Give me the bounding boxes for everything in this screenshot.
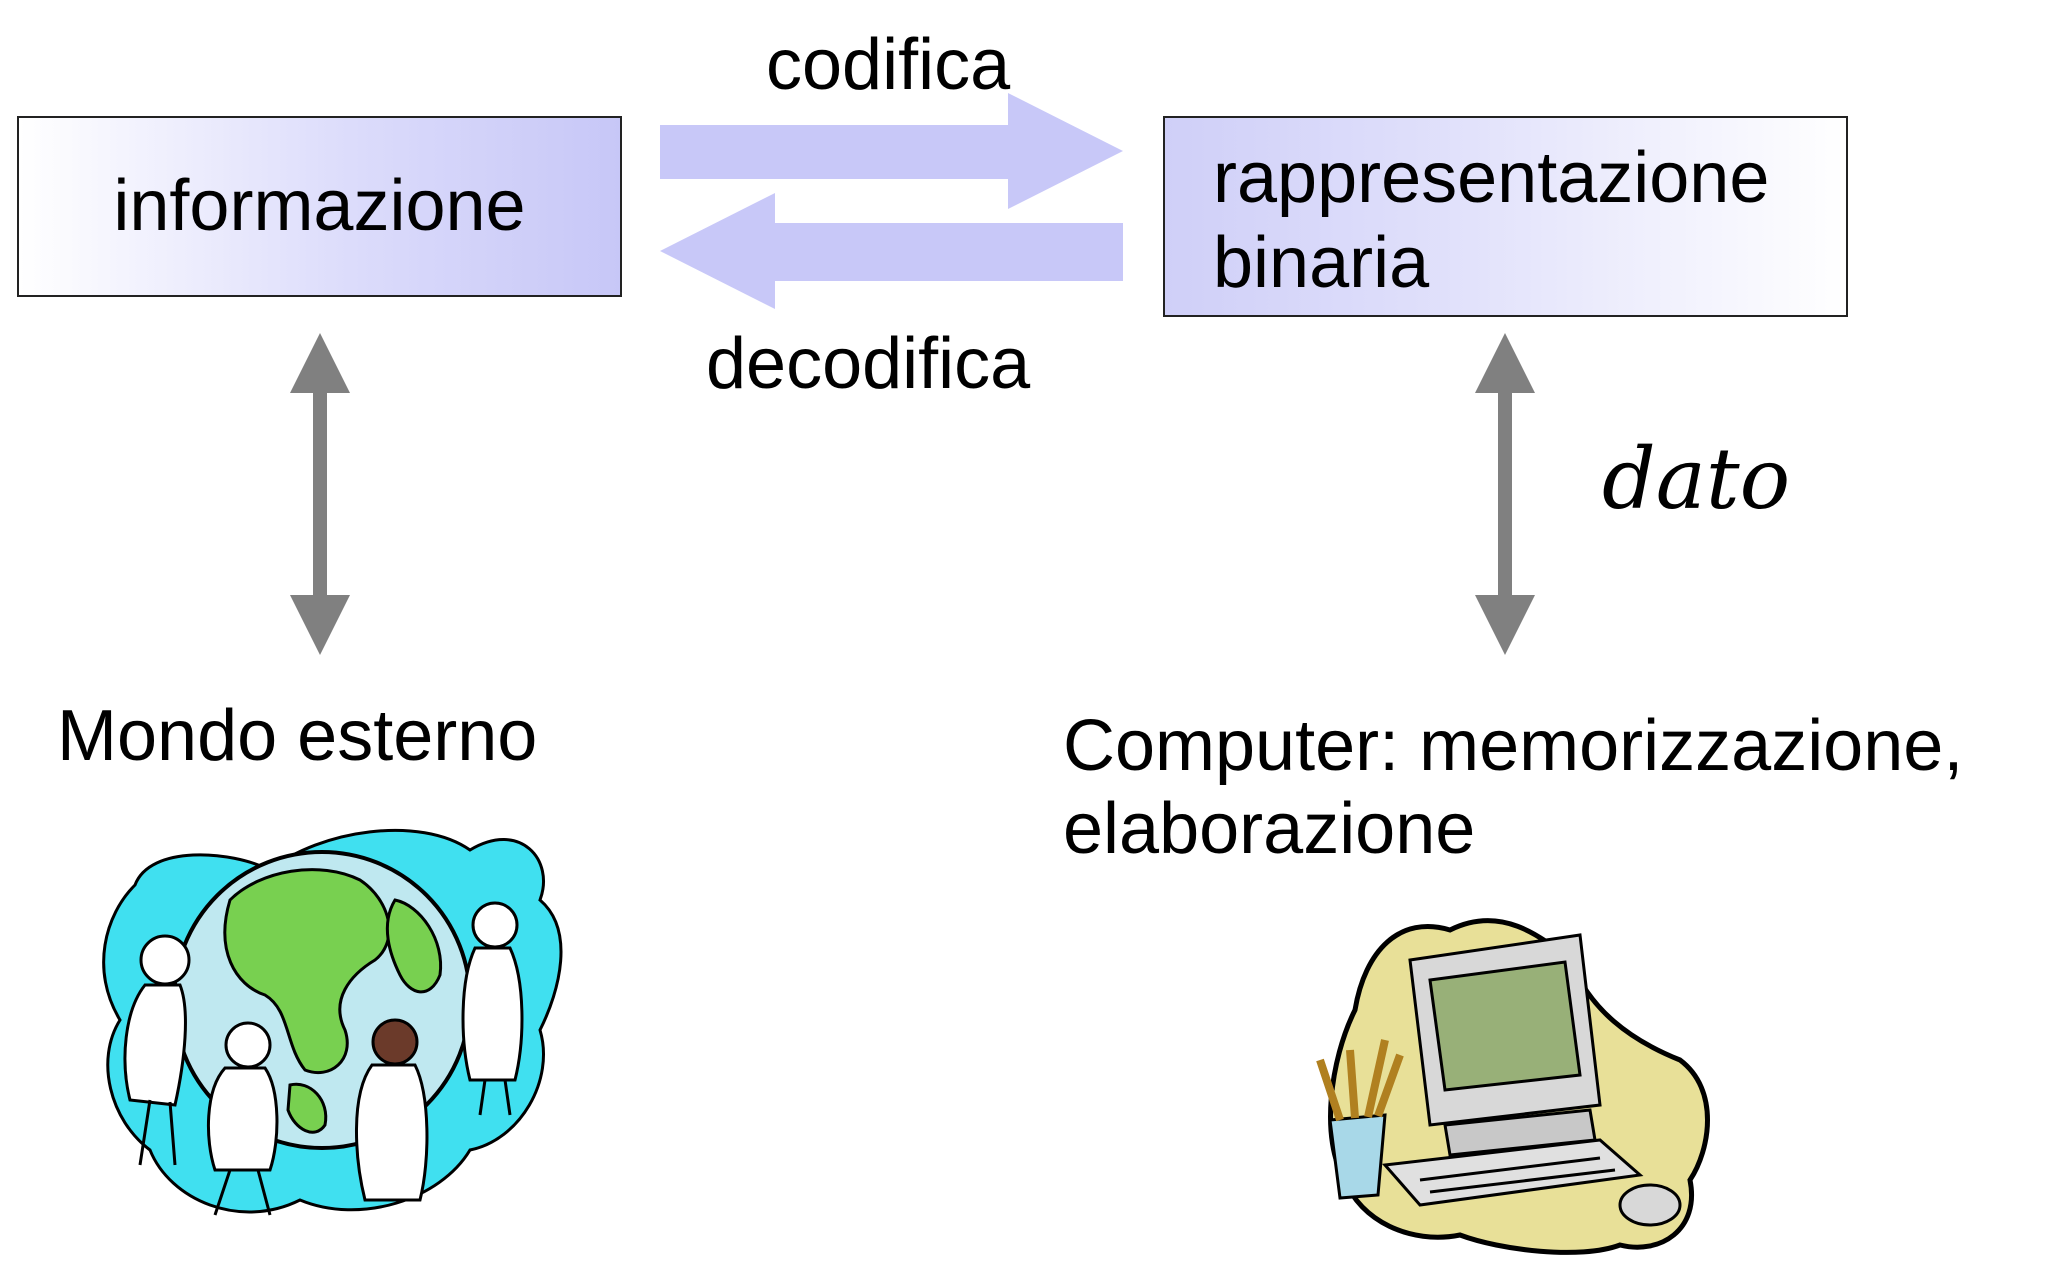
dato-label: dato xyxy=(1602,430,1791,528)
mouse-icon xyxy=(1618,1183,1682,1227)
computer-caption: Computer: memorizzazione, elaborazione xyxy=(1063,705,1963,871)
rappresentazione-binaria-box: rappresentazione binaria xyxy=(1163,116,1848,317)
mondo-esterno-caption: Mondo esterno xyxy=(57,696,538,776)
keyboard-icon xyxy=(1381,1138,1644,1207)
codifica-label: codifica xyxy=(766,25,1011,105)
globe-continent xyxy=(385,898,443,994)
left-vertical-double-arrow xyxy=(290,333,350,655)
person-figure xyxy=(207,1021,279,1216)
informazione-label: informazione xyxy=(113,166,526,247)
decodifica-label: decodifica xyxy=(706,324,1031,404)
globe-people-illustration xyxy=(102,828,563,1216)
codifica-arrow xyxy=(660,93,1123,209)
person-figure xyxy=(355,1018,429,1202)
pencil-cup-icon xyxy=(1316,1039,1404,1200)
rappresentazione-label: rappresentazione xyxy=(1213,138,1770,218)
right-vertical-double-arrow xyxy=(1475,333,1535,655)
computer-illustration xyxy=(1316,918,1710,1255)
computer-caption-line2: elaborazione xyxy=(1063,788,1476,869)
person-figure xyxy=(461,901,524,1116)
informazione-box: informazione xyxy=(17,116,622,297)
computer-caption-line1: Computer: memorizzazione, xyxy=(1063,706,1964,786)
person-figure xyxy=(123,934,191,1166)
binaria-label: binaria xyxy=(1213,222,1430,303)
decodifica-arrow xyxy=(660,193,1123,309)
computer-monitor-icon xyxy=(1408,933,1602,1157)
globe-continent xyxy=(223,868,391,1075)
globe-continent xyxy=(286,1082,328,1134)
